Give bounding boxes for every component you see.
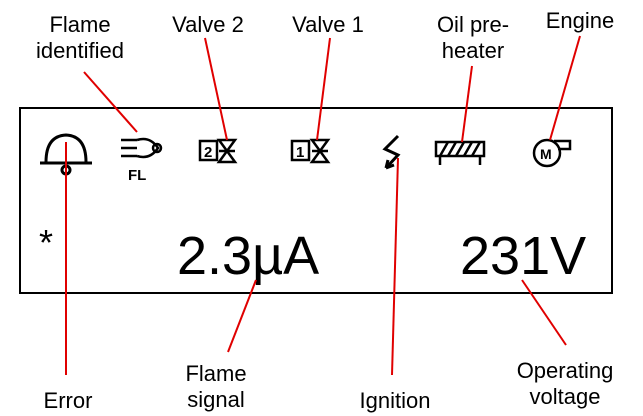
engine-letter: M bbox=[540, 146, 552, 162]
label-flame-signal-line1: Flame bbox=[185, 361, 247, 386]
label-flame-identified: Flame identified bbox=[20, 12, 140, 64]
oil-preheater-icon bbox=[434, 140, 486, 165]
label-valve-2: Valve 2 bbox=[172, 12, 244, 37]
valve-2-icon: 2 bbox=[198, 138, 238, 164]
leader-flame-signal bbox=[227, 279, 257, 353]
label-flame-signal: Flame signal bbox=[166, 361, 266, 413]
display-panel: * 2.3µA 231V bbox=[19, 107, 613, 294]
flame-fl-text: FL bbox=[128, 167, 146, 184]
label-error: Error bbox=[43, 388, 93, 413]
flame-signal-value: 2.3µA bbox=[177, 226, 320, 286]
valve-1-number: 1 bbox=[296, 144, 304, 161]
label-oil-preheater: Oil pre- heater bbox=[418, 12, 528, 64]
label-oil-preheater-line1: Oil pre- bbox=[436, 12, 510, 37]
label-valve-1: Valve 1 bbox=[292, 12, 364, 37]
leader-valve-1 bbox=[316, 37, 331, 141]
label-flame-identified-line1: Flame bbox=[49, 12, 111, 37]
status-symbol: * bbox=[39, 222, 54, 263]
label-ignition: Ignition bbox=[359, 388, 431, 413]
engine-icon: M bbox=[532, 138, 572, 168]
leader-operating-voltage bbox=[521, 279, 567, 346]
label-flame-identified-line2: identified bbox=[35, 38, 125, 63]
ignition-icon bbox=[382, 134, 401, 170]
leader-ignition bbox=[391, 157, 399, 376]
label-oil-preheater-line2: heater bbox=[441, 38, 505, 63]
operating-voltage-value: 231V bbox=[460, 226, 587, 286]
label-operating-voltage-line2: voltage bbox=[529, 384, 601, 409]
label-operating-voltage-line1: Operating bbox=[516, 358, 614, 383]
flame-fl-icon: FL bbox=[121, 137, 163, 184]
leader-oil-preheater bbox=[461, 65, 473, 143]
label-engine: Engine bbox=[545, 8, 615, 33]
leader-flame-identified bbox=[83, 71, 138, 133]
valve-2-number: 2 bbox=[204, 144, 212, 161]
leader-engine bbox=[549, 35, 581, 141]
valve-1-icon: 1 bbox=[290, 138, 331, 164]
label-operating-voltage: Operating voltage bbox=[500, 358, 630, 410]
label-flame-signal-line2: signal bbox=[187, 387, 245, 412]
leader-valve-2 bbox=[204, 37, 228, 141]
